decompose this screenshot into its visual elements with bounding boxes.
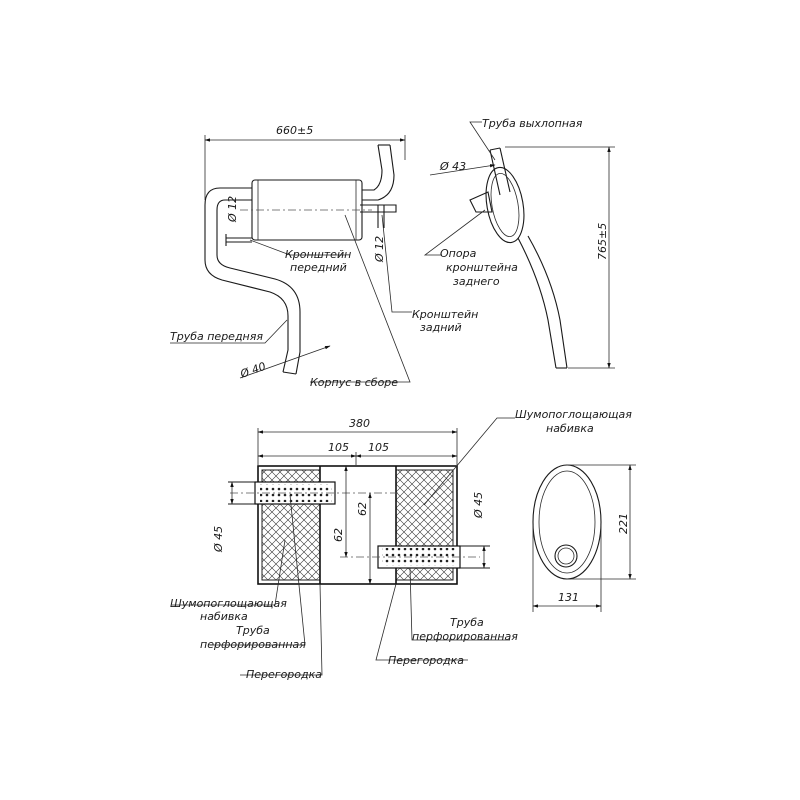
section-view: 380 105 105 Ø 45 Ø 45 — [170, 408, 632, 681]
label-absorb-bottom-line2: набивка — [200, 610, 248, 623]
dia-45-left: Ø 45 — [212, 526, 225, 553]
label-baffle-left: Перегородка — [246, 668, 322, 681]
dim-105-left: 105 — [328, 441, 349, 454]
label-rear-bracket-line1: Кронштейн — [412, 308, 478, 321]
dim-62-left: 62 — [332, 528, 345, 542]
label-perf-left-line2: перфорированная — [200, 638, 306, 651]
label-perf-right-line2: перфорированная — [412, 630, 518, 643]
label-support-line3: заднего — [453, 275, 500, 288]
label-support-line2: кронштейна — [446, 261, 518, 274]
label-front-bracket-line1: Кронштейн — [285, 248, 351, 261]
dim-62-right: 62 — [356, 502, 369, 516]
dim-380: 380 — [349, 417, 370, 430]
dim-660: 660±5 — [276, 124, 313, 137]
dim-131: 131 — [558, 591, 579, 604]
dim-105-right: 105 — [368, 441, 389, 454]
label-body-assembly: Корпус в сборе — [310, 376, 398, 389]
label-absorb-top-line2: набивка — [546, 422, 594, 435]
dim-765: 765±5 — [596, 223, 609, 260]
end-view: 221 131 — [532, 464, 636, 612]
label-baffle-right: Перегородка — [388, 654, 464, 667]
label-perf-right-line1: Труба — [450, 616, 484, 629]
side-view: 765±5 Ø 43 Труба выхлопная Опора кронште… — [423, 117, 615, 369]
label-exhaust-pipe: Труба выхлопная — [482, 117, 583, 130]
label-perf-left-line1: Труба — [236, 624, 270, 637]
label-support-line1: Опора — [440, 247, 477, 260]
label-front-pipe: Труба передняя — [170, 330, 263, 343]
dia-43: Ø 43 — [439, 160, 466, 173]
dia-12-upper: Ø 12 — [226, 196, 239, 223]
dim-221: 221 — [617, 513, 630, 534]
dia-40: Ø 40 — [238, 360, 268, 382]
dia-12-lower: Ø 12 — [373, 236, 386, 263]
label-rear-bracket-line2: задний — [420, 321, 462, 334]
dia-45-right: Ø 45 — [472, 492, 485, 519]
top-view: 660±5 Ø 12 Ø 12 Кронштейн передний Кронш… — [170, 124, 478, 389]
label-absorb-top-line1: Шумопоглощающая — [515, 408, 632, 421]
label-front-bracket-line2: передний — [290, 261, 347, 274]
label-absorb-bottom-line1: Шумопоглощающая — [170, 597, 287, 610]
